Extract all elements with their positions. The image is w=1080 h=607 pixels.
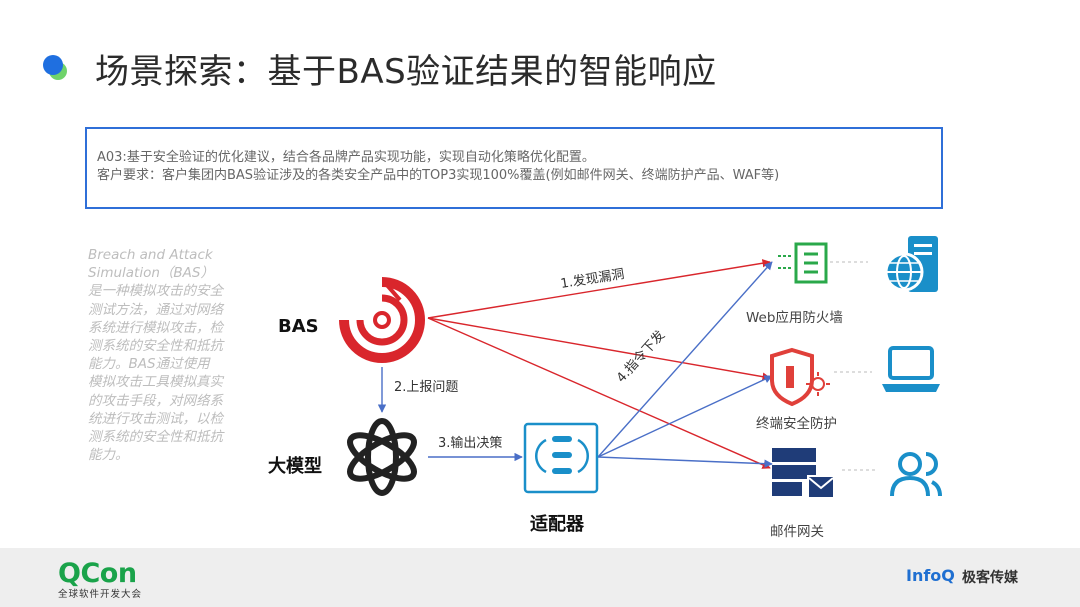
llm-knot-icon bbox=[347, 418, 417, 496]
qcon-logo: QCon bbox=[58, 558, 137, 589]
edge-bas-to-waf bbox=[427, 259, 771, 319]
qcon-subtitle: 全球软件开发大会 bbox=[58, 589, 143, 600]
adapter-label: 适配器 bbox=[530, 514, 584, 535]
llm-label: 大模型 bbox=[268, 456, 322, 477]
edge-bas-to-endpoint bbox=[427, 317, 771, 381]
requirement-line-1: A03:基于安全验证的优化建议，结合各品牌产品实现功能，实现自动化策略优化配置。 bbox=[97, 150, 595, 165]
bas-logo-icon bbox=[339, 277, 425, 363]
mail-label: 邮件网关 bbox=[770, 524, 824, 540]
infoq-logo: InfoQ bbox=[906, 566, 955, 585]
bas-label: BAS bbox=[278, 316, 319, 337]
edge-bas-to-mail bbox=[427, 317, 771, 469]
waf-label: Web应用防火墙 bbox=[746, 310, 843, 326]
mail-gateway-icon bbox=[772, 448, 878, 499]
requirement-box: A03:基于安全验证的优化建议，结合各品牌产品实现功能，实现自动化策略优化配置。… bbox=[85, 127, 943, 209]
flow-diagram bbox=[339, 236, 942, 499]
users-icon bbox=[890, 452, 942, 497]
requirement-line-2: 客户要求：客户集团内BAS验证涉及的各类安全产品中的TOP3实现100%覆盖(例… bbox=[97, 168, 780, 183]
title-bullet-icon bbox=[43, 55, 67, 80]
footer-bar: QCon 全球软件开发大会 InfoQ 极客传媒 bbox=[0, 548, 1080, 607]
adapter-icon bbox=[523, 422, 599, 494]
edge-adapter-to-endpoint bbox=[597, 375, 773, 458]
laptop-icon bbox=[882, 346, 940, 392]
infoq-brand-name: 极客传媒 bbox=[962, 570, 1018, 586]
endpoint-label: 终端安全防护 bbox=[756, 416, 837, 432]
edge-adapter-to-waf bbox=[597, 261, 773, 458]
edge-label-report: 2.上报问题 bbox=[394, 380, 459, 395]
bas-description: Breach and Attack Simulation（BAS）是一种模拟攻击… bbox=[88, 247, 223, 464]
edge-adapter-to-mail bbox=[597, 456, 773, 468]
waf-firewall-icon bbox=[778, 242, 868, 284]
page-title: 场景探索：基于BAS验证结果的智能响应 bbox=[95, 52, 717, 92]
web-server-icon bbox=[884, 236, 938, 292]
endpoint-shield-icon bbox=[770, 347, 872, 407]
edge-label-decision: 3.输出决策 bbox=[438, 436, 503, 451]
